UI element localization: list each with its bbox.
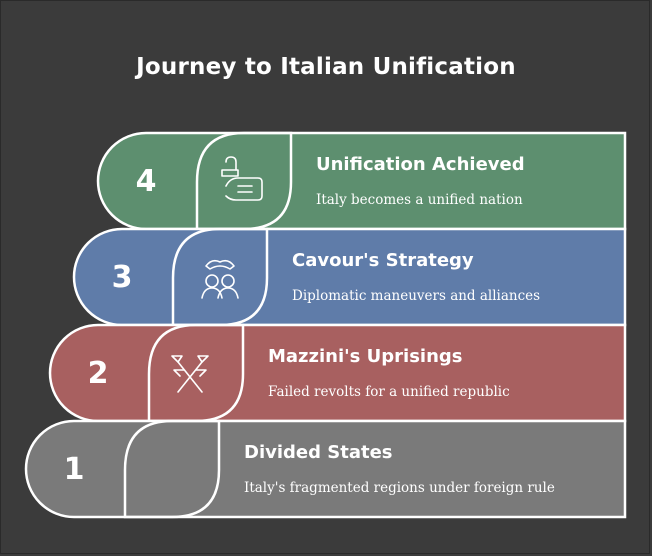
step-1-description: Italy's fragmented regions under foreign… xyxy=(244,480,555,496)
step-2-block xyxy=(48,323,627,423)
two-people-icon xyxy=(201,259,239,299)
step-4-title: Unification Achieved xyxy=(316,154,525,175)
step-2-number: 2 xyxy=(87,356,109,391)
step-4-block xyxy=(96,131,627,231)
step-4-number: 4 xyxy=(135,164,157,199)
diagram-title: Journey to Italian Unification xyxy=(136,54,516,80)
step-4-description: Italy becomes a unified nation xyxy=(316,192,523,208)
step-3-block xyxy=(72,227,627,327)
step-2-description: Failed revolts for a unified republic xyxy=(268,384,510,400)
step-1-title: Divided States xyxy=(244,442,393,463)
waving-hand-icon xyxy=(221,156,263,201)
step-1-block xyxy=(24,419,627,519)
step-3-number: 3 xyxy=(111,260,133,295)
step-2-title: Mazzini's Uprisings xyxy=(268,346,463,367)
step-3-title: Cavour's Strategy xyxy=(292,250,474,271)
step-1-number: 1 xyxy=(63,452,85,487)
step-3-description: Diplomatic maneuvers and alliances xyxy=(292,288,541,304)
crossed-flags-icon xyxy=(171,355,209,393)
